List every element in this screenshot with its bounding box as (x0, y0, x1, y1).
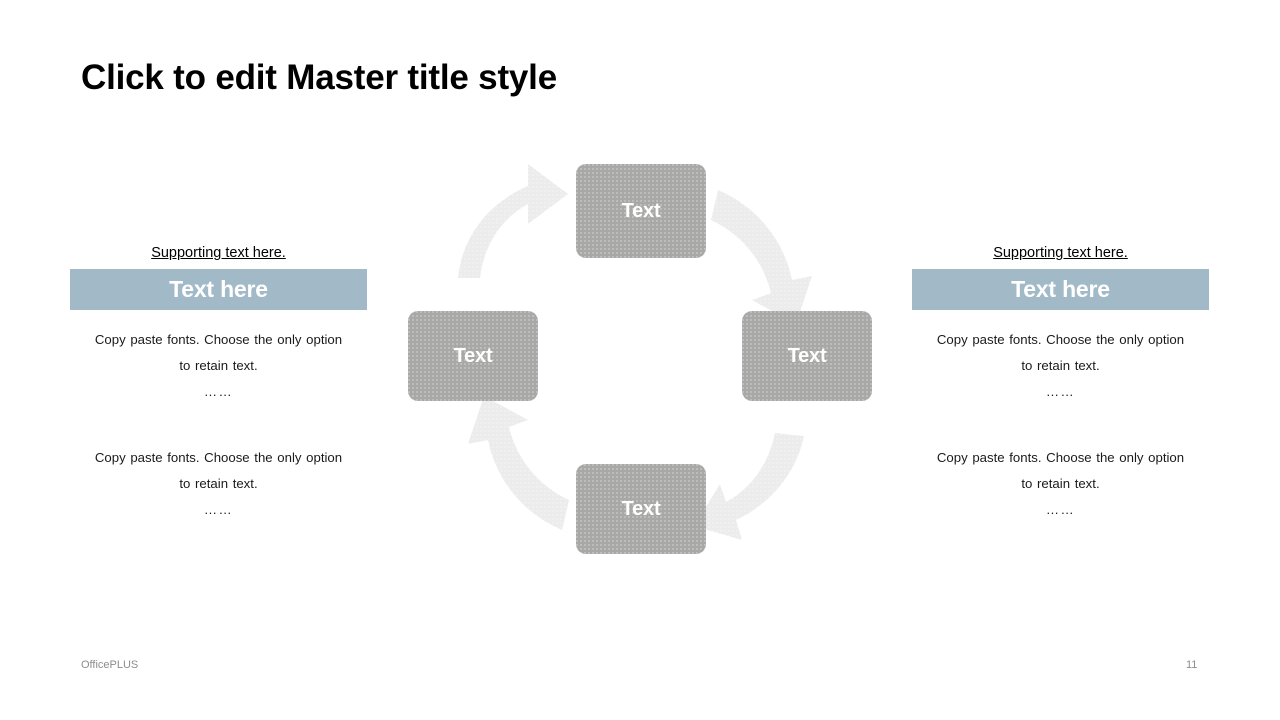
arrow-bottom-to-left-icon (468, 396, 569, 530)
cycle-node-left-label: Text (453, 344, 493, 367)
arrow-left-to-top-icon (458, 164, 568, 278)
cycle-node-top[interactable]: Text (576, 164, 706, 258)
right-header-label: Text here (1011, 276, 1110, 302)
footer-page-number: 11 (1186, 659, 1198, 671)
cycle-node-right[interactable]: Text (742, 311, 872, 401)
cycle-arrow-group (458, 164, 812, 540)
right-paragraph-1-line1: Copy paste fonts. Choose the only option (936, 332, 1185, 347)
right-paragraph-1-dots: …… (1045, 384, 1076, 399)
arrow-right-to-bottom-icon (694, 433, 804, 540)
cycle-node-bottom[interactable]: Text (576, 464, 706, 554)
cycle-diagram: Text Text Text Text (400, 150, 885, 570)
left-paragraph-1-line1: Copy paste fonts. Choose the only option (94, 332, 343, 347)
left-paragraph-2-line1: Copy paste fonts. Choose the only option (94, 450, 343, 465)
right-paragraph-1-line2: to retain text. (1021, 358, 1100, 373)
left-paragraph-2-dots: …… (203, 502, 234, 517)
cycle-node-top-label: Text (621, 199, 661, 222)
left-paragraph-2-line2: to retain text. (179, 476, 258, 491)
left-supporting-text[interactable]: Supporting text here. (151, 245, 286, 261)
cycle-node-left[interactable]: Text (408, 311, 538, 401)
right-paragraph-2-line2: to retain text. (1021, 476, 1100, 491)
footer-brand: OfficePLUS (81, 659, 139, 671)
cycle-node-right-label: Text (787, 344, 827, 367)
right-supporting-text[interactable]: Supporting text here. (993, 245, 1128, 261)
left-paragraph-1[interactable]: Copy paste fonts. Choose the only option… (70, 310, 367, 405)
right-paragraph-2-dots: …… (1045, 502, 1076, 517)
right-paragraph-1[interactable]: Copy paste fonts. Choose the only option… (912, 310, 1209, 405)
right-paragraph-2[interactable]: Copy paste fonts. Choose the only option… (912, 405, 1209, 523)
right-paragraph-2-line1: Copy paste fonts. Choose the only option (936, 450, 1185, 465)
left-paragraph-1-dots: …… (203, 384, 234, 399)
right-header-bar[interactable]: Text here (912, 269, 1209, 310)
left-text-column: Supporting text here. Text here Copy pas… (70, 243, 367, 523)
left-paragraph-1-line2: to retain text. (179, 358, 258, 373)
arrow-top-to-right-icon (711, 190, 812, 324)
left-header-label: Text here (169, 276, 268, 302)
page-title[interactable]: Click to edit Master title style (81, 58, 557, 97)
left-header-bar[interactable]: Text here (70, 269, 367, 310)
cycle-node-bottom-label: Text (621, 497, 661, 520)
left-paragraph-2[interactable]: Copy paste fonts. Choose the only option… (70, 405, 367, 523)
right-text-column: Supporting text here. Text here Copy pas… (912, 243, 1209, 523)
